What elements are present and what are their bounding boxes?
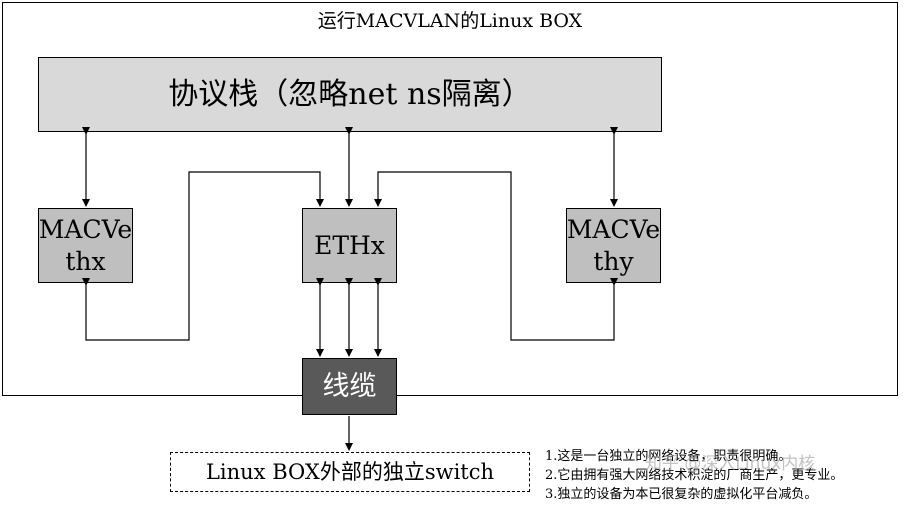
ethx-label: ETHx <box>314 230 385 260</box>
path-macvethx-ethx <box>82 171 324 341</box>
cable-label: 线缆 <box>322 370 377 402</box>
protocol-stack-box: 协议栈（忽略net ns隔离） <box>38 57 662 132</box>
note-item: 2.它由拥有强大网络技术积淀的厂商生产，更专业。 <box>545 467 844 483</box>
path-macvethy-ethx <box>374 171 618 341</box>
cable-box: 线缆 <box>302 358 397 415</box>
note-item: 1.这是一台独立的网络设备，职责很明确。 <box>545 449 792 464</box>
watermark: 知乎 @深入Linux内核 <box>645 454 816 474</box>
external-switch-label: Linux BOX外部的独立switch <box>205 459 495 484</box>
protocol-stack-label: 协议栈（忽略net ns隔离） <box>168 76 532 112</box>
notes-list: 1.这是一台独立的网络设备，职责很明确。 2.它由拥有强大网络技术积淀的厂商生产… <box>545 448 915 505</box>
note-item: 3.独立的设备为本已很复杂的虚拟化平台减负。 <box>545 486 818 502</box>
linux-box-title: 运行MACVLAN的Linux BOX <box>317 10 583 32</box>
external-switch-box: Linux BOX外部的独立switch <box>170 452 530 492</box>
